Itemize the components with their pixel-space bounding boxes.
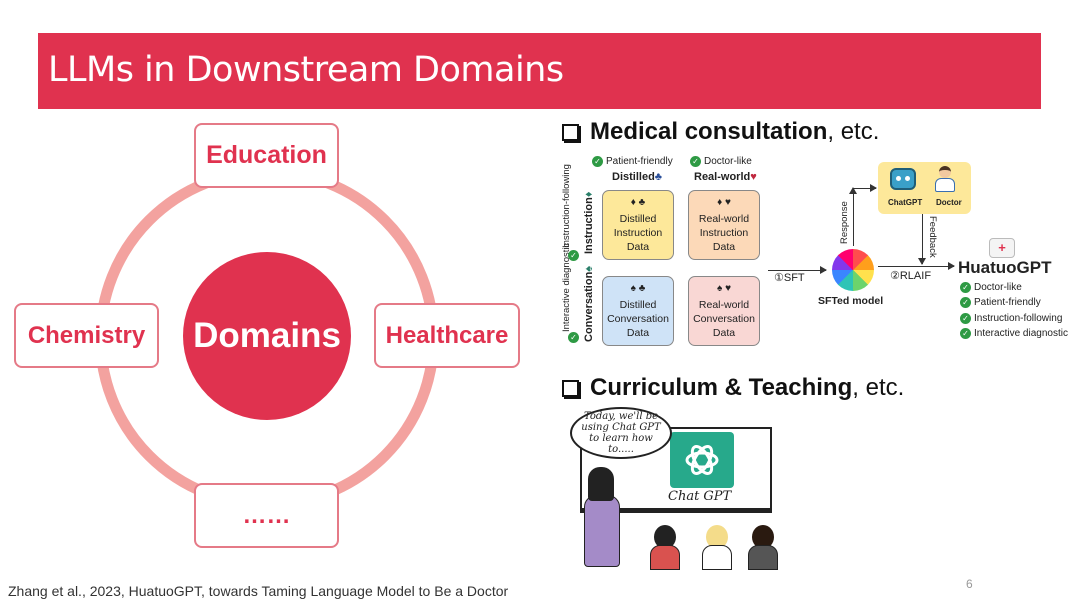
rlaif-arrow	[878, 262, 955, 270]
output-check-patient-friendly: ✓Patient-friendly	[960, 297, 1041, 308]
output-check-instruction-following: ✓Instruction-following	[960, 313, 1062, 324]
citation: Zhang et al., 2023, HuatuoGPT, towards T…	[8, 583, 509, 599]
check-icon: ✓	[960, 297, 971, 308]
row1-label: Instruction♦	[583, 191, 595, 254]
student-figure	[650, 525, 680, 570]
node-education: Education	[194, 123, 339, 188]
check-icon: ✓	[690, 156, 701, 167]
row1-sub-label: Instruction-following	[561, 164, 572, 248]
model-label: SFTed model	[818, 295, 884, 307]
check-icon: ✓	[568, 332, 579, 343]
rlaif-label: ②RLAIF	[890, 270, 932, 282]
check-icon: ✓	[960, 282, 971, 293]
node-chemistry: Chemistry	[14, 303, 159, 368]
doctor-label: Doctor	[936, 198, 962, 207]
board-caption: Chat GPT	[668, 489, 732, 504]
realworld-conversation-box: ♠ ♥ Real-world Conversation Data	[688, 276, 760, 346]
check-icon: ✓	[960, 313, 971, 324]
student-figure	[748, 525, 778, 570]
slide-title: LLMs in Downstream Domains	[48, 50, 564, 90]
huatuogpt-title: HuatuoGPT	[958, 258, 1052, 277]
student-figure	[702, 525, 732, 570]
medical-heading-bold: Medical consultation	[590, 118, 828, 145]
distilled-instruction-box: ♦ ♣ Distilled Instruction Data	[602, 190, 674, 260]
title-banner: LLMs in Downstream Domains	[38, 33, 1041, 109]
check-icon: ✓	[568, 250, 579, 261]
col2-check: ✓Doctor-like	[690, 156, 752, 167]
check-icon: ✓	[960, 328, 971, 339]
huatuogpt-figure: ✓Patient-friendly Distilled♣ ✓Doctor-lik…	[556, 152, 1076, 352]
distilled-conversation-box: ♠ ♣ Distilled Conversation Data	[602, 276, 674, 346]
teacher-figure	[584, 495, 620, 567]
col1-header: Distilled♣	[612, 171, 663, 183]
response-to-feedback-arrow	[854, 184, 877, 192]
output-check-doctor-like: ✓Doctor-like	[960, 282, 1022, 293]
teacher-hair	[588, 467, 614, 501]
node-healthcare: Healthcare	[374, 303, 520, 368]
medical-heading: Medical consultation, etc.	[562, 118, 879, 146]
checkbox-icon	[562, 123, 579, 141]
curriculum-heading: Curriculum & Teaching, etc.	[562, 374, 904, 402]
check-icon: ✓	[592, 156, 603, 167]
curriculum-heading-rest: , etc.	[852, 374, 905, 401]
chatgpt-logo-icon	[670, 432, 734, 488]
realworld-instruction-box: ♦ ♥ Real-world Instruction Data	[688, 190, 760, 260]
feedback-arrow	[918, 214, 926, 265]
col2-header: Real-world♥	[694, 171, 757, 183]
page-number: 6	[966, 577, 973, 591]
sft-arrow	[768, 266, 827, 274]
classroom-illustration: Chat GPT Today, we'll be using Chat GPT …	[562, 405, 778, 570]
response-label: Response	[839, 201, 850, 244]
output-check-interactive-diagnostic: ✓Interactive diagnostic	[960, 328, 1068, 339]
doctor-icon	[934, 166, 956, 192]
robot-icon	[890, 168, 916, 190]
feedback-label: Feedback	[927, 216, 938, 258]
domains-center-circle: Domains	[183, 252, 351, 420]
row2-label: Conversation♠	[583, 265, 595, 342]
speech-bubble: Today, we'll be using Chat GPT to learn …	[570, 407, 672, 459]
sfted-model-icon	[832, 249, 874, 291]
chatgpt-label: ChatGPT	[888, 198, 923, 207]
medical-heading-rest: , etc.	[827, 118, 880, 145]
node-more: ……	[194, 483, 339, 548]
col1-check: ✓Patient-friendly	[592, 156, 673, 167]
medical-kit-icon: +	[989, 238, 1015, 258]
response-arrow	[849, 187, 857, 246]
feedback-box: ChatGPT Doctor	[878, 162, 971, 214]
curriculum-heading-bold: Curriculum & Teaching	[590, 374, 853, 401]
sft-label: ①SFT	[774, 272, 805, 284]
checkbox-icon	[562, 379, 579, 397]
